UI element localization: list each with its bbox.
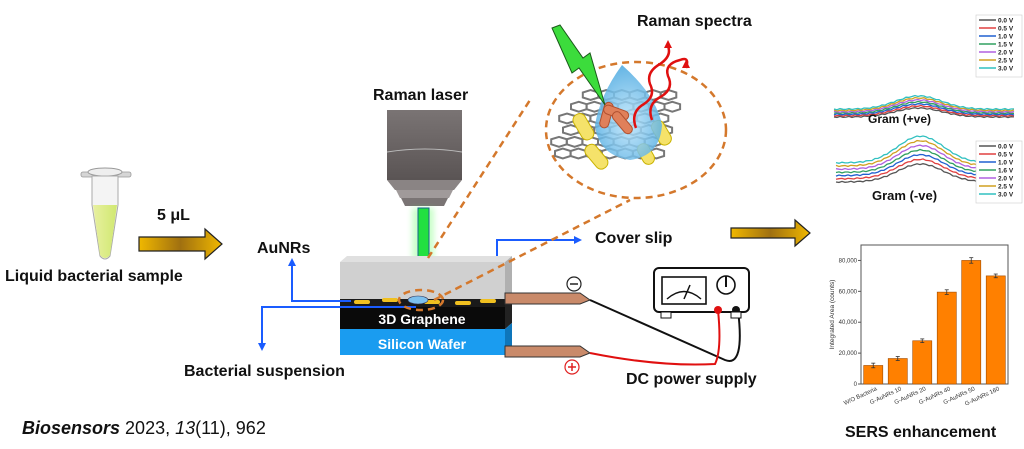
y-tick-label: 60,000	[839, 289, 858, 295]
legend-label: 2.0 V	[998, 176, 1014, 183]
legend-label: 0.5 V	[998, 26, 1014, 33]
plot-frame	[860, 244, 1009, 385]
bar	[912, 340, 933, 385]
electrodes	[504, 292, 592, 358]
lattice-hexagon	[569, 147, 588, 160]
legend-label: 2.5 V	[998, 58, 1014, 65]
lattice-hexagon	[554, 147, 572, 160]
legend-label: 2.5 V	[998, 184, 1014, 191]
laser-bolt-icon	[551, 24, 606, 106]
gram-negative-title: Gram (-ve)	[872, 188, 938, 203]
minus-terminal-icon	[566, 276, 582, 292]
lattice-hexagon	[663, 100, 682, 113]
legend-label: 2.0 V	[998, 50, 1014, 57]
spectrum-line	[833, 98, 1015, 114]
y-axis-label: Integrated Area (counts)	[829, 280, 836, 350]
silicon-label: Silicon Wafer	[378, 336, 467, 352]
aunrs-label: AuNRs	[257, 240, 311, 257]
gram-positive-title: Gram (+ve)	[868, 112, 932, 126]
liquid-sample-label: Liquid bacterial sample	[5, 268, 183, 285]
spectrum-line	[833, 96, 1015, 112]
cover-slip-label: Cover slip	[595, 230, 673, 247]
raman-spectra-label: Raman spectra	[637, 13, 752, 30]
spectrum-line	[833, 100, 1015, 115]
y-tick-label: 40,000	[839, 320, 858, 326]
sers-title: SERS enhancement	[845, 424, 997, 441]
dc-power-supply-icon	[653, 267, 750, 319]
bar	[863, 365, 884, 385]
graphene-label: 3D Graphene	[378, 311, 465, 327]
y-tick-label: 80,000	[839, 258, 858, 264]
lattice-hexagon	[550, 135, 568, 148]
legend-label: 1.5 V	[998, 42, 1014, 49]
lattice-hexagon	[565, 135, 584, 148]
legend-label: 0.0 V	[998, 18, 1014, 25]
citation-year: 2023,	[120, 418, 176, 438]
legend-box	[975, 140, 1023, 204]
legend-label: 1.0 V	[998, 34, 1014, 41]
transfer-arrow-icon	[138, 227, 223, 261]
sample-tube-icon	[80, 167, 132, 260]
wires	[589, 299, 741, 366]
gold-nanorods	[354, 295, 496, 305]
bacterial-suspension-label: Bacterial suspension	[184, 363, 345, 380]
dc-power-label: DC power supply	[626, 371, 757, 388]
bar	[936, 291, 957, 385]
lattice-hexagon	[570, 100, 588, 113]
lattice-hexagon	[558, 112, 576, 125]
bacteria-icon	[599, 101, 633, 135]
zoom-callout	[397, 60, 728, 312]
callout-lines	[258, 236, 582, 351]
spectrum-line	[833, 94, 1015, 111]
objective-lens-icon	[386, 110, 463, 206]
spectrum-line	[833, 104, 1015, 117]
substrate-stack	[340, 256, 512, 355]
raman-laser-label: Raman laser	[373, 87, 469, 104]
bar	[887, 358, 908, 385]
y-tick-label: 20,000	[839, 351, 858, 357]
citation: Biosensors 2023, 13(11), 962	[22, 418, 266, 439]
citation-volume: 13	[175, 418, 196, 438]
spectra-chart-gram-negative: 0.0 V0.5 V1.0 V1.6 V2.0 V2.5 V3.0 V	[835, 135, 1023, 204]
legend-label: 1.0 V	[998, 160, 1014, 167]
droplet-icon	[595, 65, 662, 160]
legend-box	[975, 14, 1023, 78]
legend-label: 3.0 V	[998, 192, 1014, 199]
bar	[985, 275, 1006, 385]
bar	[961, 260, 982, 385]
lattice-hexagon	[659, 88, 678, 102]
legend-label: 1.6 V	[998, 168, 1014, 175]
legend-label: 3.0 V	[998, 66, 1014, 73]
result-arrow-icon	[730, 218, 811, 248]
spectrum-line	[833, 103, 1015, 116]
citation-pages: (11), 962	[195, 418, 266, 438]
y-tick-label: 0	[854, 382, 858, 388]
spectrum-line	[833, 107, 1015, 119]
scattered-light-icon	[633, 40, 690, 129]
volume-label: 5 μL	[157, 207, 190, 224]
spectra-chart-gram-positive: 0.0 V0.5 V1.0 V1.5 V2.0 V2.5 V3.0 V	[833, 14, 1023, 119]
legend-label: 0.5 V	[998, 152, 1014, 159]
plus-terminal-icon	[564, 359, 580, 375]
citation-journal: Biosensors	[22, 418, 121, 438]
legend-label: 0.0 V	[998, 144, 1014, 151]
